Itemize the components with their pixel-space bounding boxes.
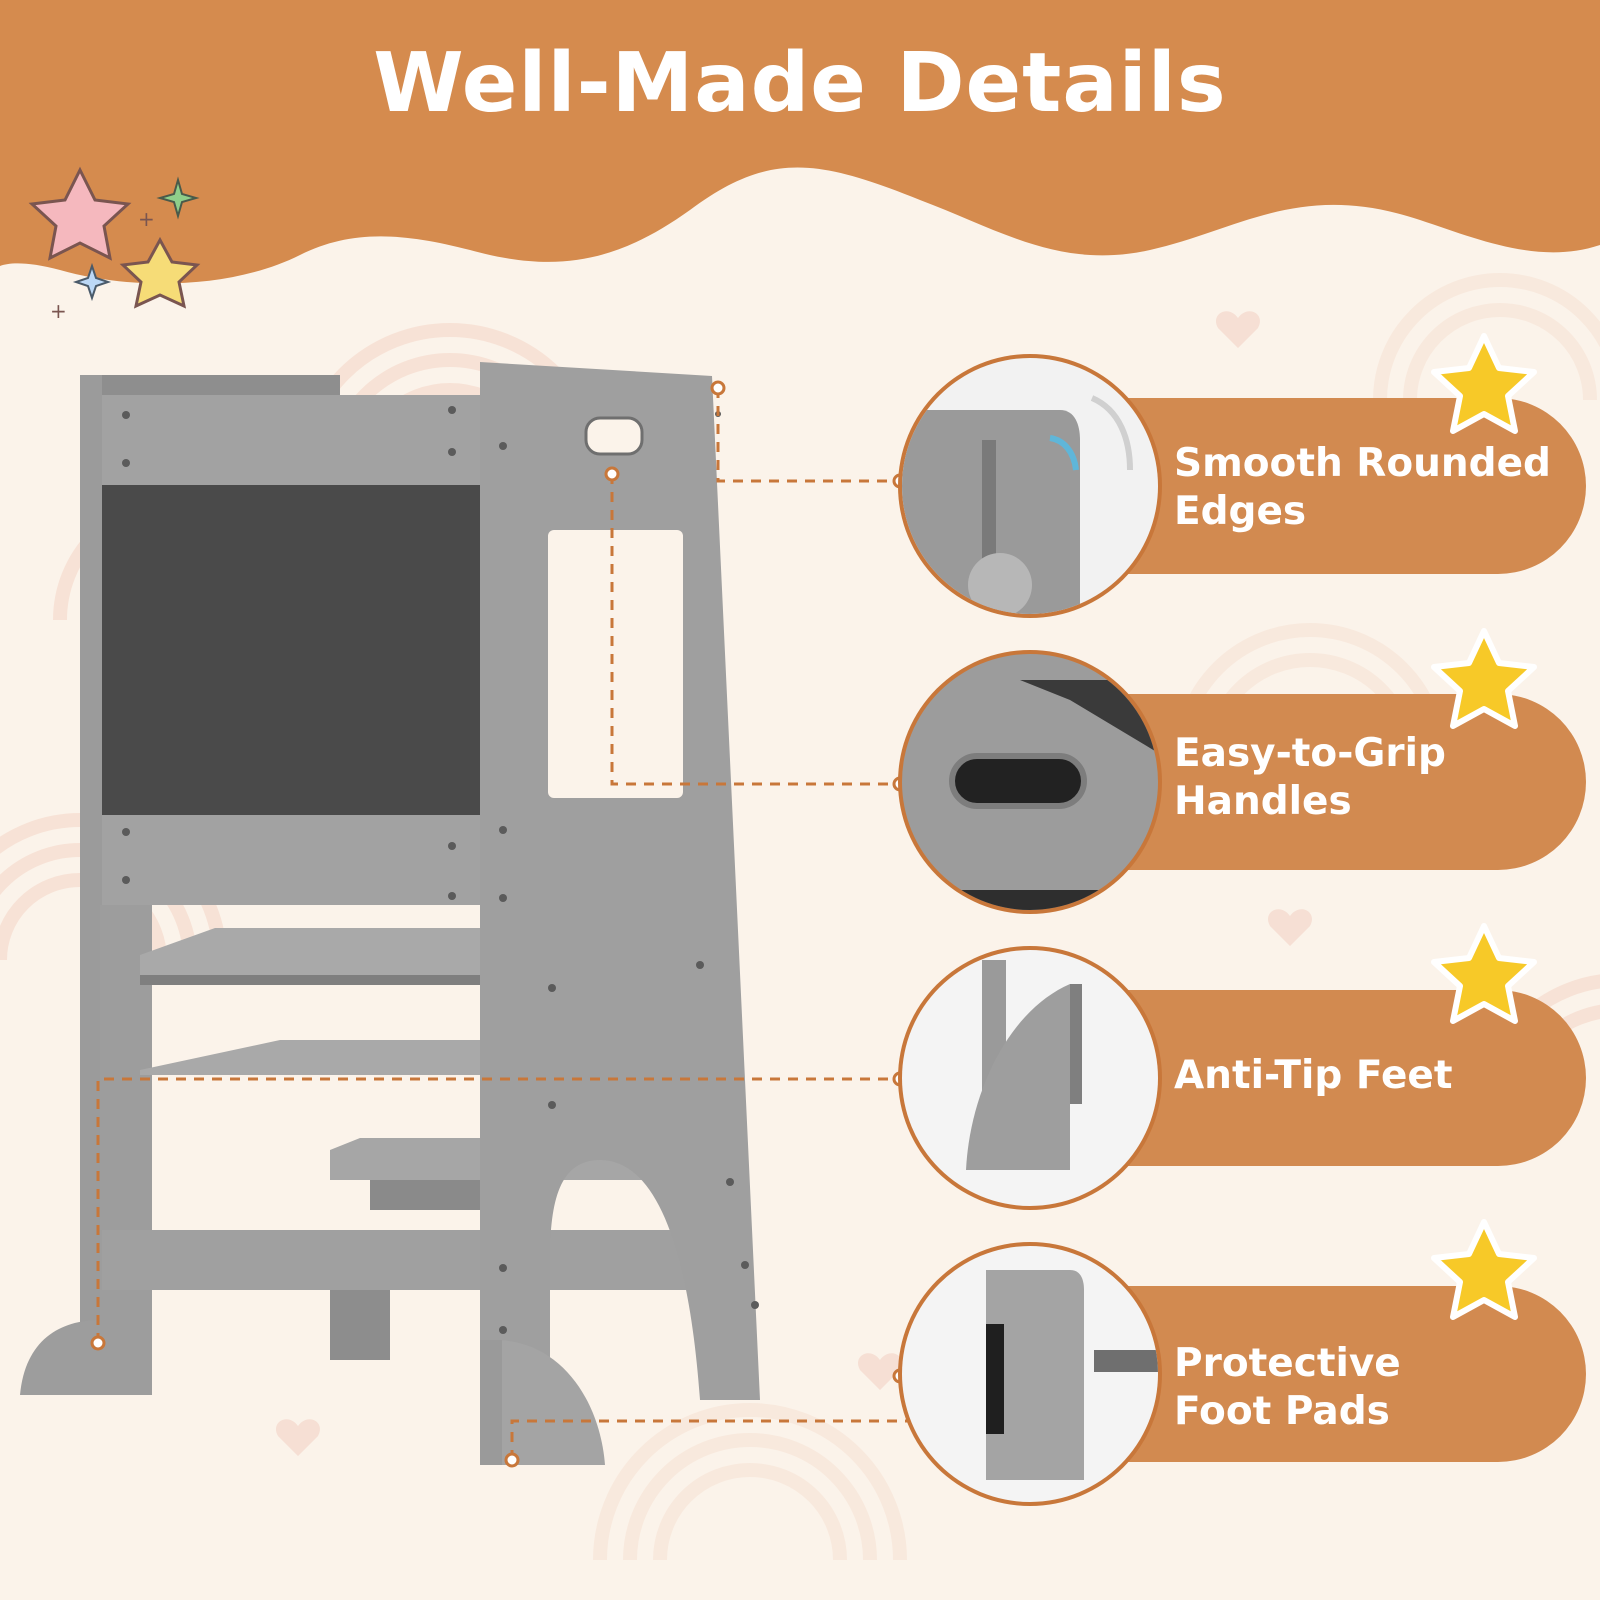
heart-decorations xyxy=(276,311,1312,1456)
feature-label-grip-handles: Easy-to-Grip Handles xyxy=(1174,730,1564,826)
page-title: Well-Made Details xyxy=(373,36,1227,131)
callout-circle-handles xyxy=(898,650,1162,914)
feature-label-line2: Handles xyxy=(1174,779,1352,824)
leader-line-edges xyxy=(716,388,900,483)
feature-label-line1: Protective xyxy=(1174,1341,1401,1386)
svg-text:+: + xyxy=(138,207,155,231)
star-icon xyxy=(1431,1219,1537,1320)
callout-circle-edges xyxy=(898,354,1162,618)
star-icon xyxy=(1431,923,1537,1024)
feature-label-line1: Anti-Tip Feet xyxy=(1174,1053,1453,1098)
stool-middle-rail xyxy=(102,815,482,905)
feature-stars xyxy=(1431,333,1537,1320)
leader-line-pads xyxy=(510,1419,1080,1460)
feature-label-smooth-edges: Smooth Rounded Edges xyxy=(1174,440,1564,536)
stool-window-cutout xyxy=(548,530,683,798)
callout-circle-anti-tip xyxy=(898,946,1162,1210)
leader-lines xyxy=(96,388,1080,1460)
feature-label-foot-pads: Protective Foot Pads xyxy=(1174,1340,1564,1436)
stool-step-middle xyxy=(140,1040,490,1075)
star-icon xyxy=(1431,333,1537,434)
star-icon xyxy=(1431,628,1537,729)
leader-line-feet xyxy=(96,1077,900,1343)
leader-line-handles xyxy=(610,474,900,786)
stool-left-leg xyxy=(100,905,152,1395)
stool-left-arch xyxy=(152,1063,345,1240)
feature-label-line1: Smooth Rounded xyxy=(1174,441,1551,486)
feature-label-line2: Edges xyxy=(1174,489,1307,534)
title-banner xyxy=(0,0,1600,284)
stool-screws xyxy=(122,406,759,1334)
cute-stars-decoration: + + xyxy=(28,166,201,323)
stool-handle-slot xyxy=(584,416,644,456)
svg-text:+: + xyxy=(50,299,67,323)
stool-top-rail xyxy=(102,395,482,485)
stool-left-panel xyxy=(80,375,340,395)
callout-circle-foot-pads xyxy=(898,1242,1162,1506)
stool xyxy=(20,362,760,1465)
stool-front-rail xyxy=(102,1230,702,1290)
feature-label-anti-tip: Anti-Tip Feet xyxy=(1174,1052,1564,1100)
chalkboard xyxy=(102,485,482,815)
feature-label-line2: Foot Pads xyxy=(1174,1389,1390,1434)
stool-platform-top xyxy=(140,928,490,975)
stool-right-foot xyxy=(495,1340,605,1465)
feature-label-line1: Easy-to-Grip xyxy=(1174,731,1446,776)
